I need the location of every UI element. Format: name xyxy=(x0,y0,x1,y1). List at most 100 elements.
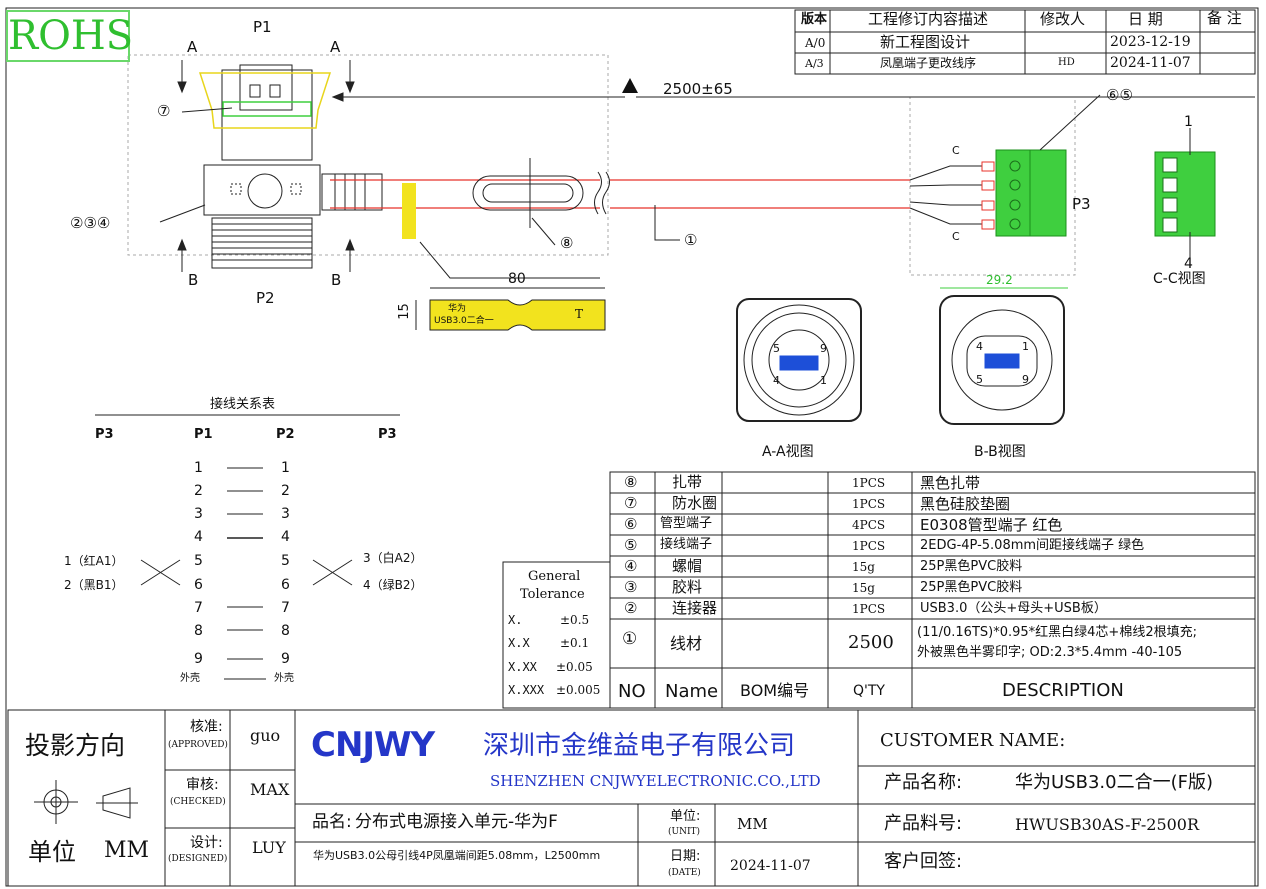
tolerance-value: ±0.1 xyxy=(560,636,590,650)
checked-by: MAX xyxy=(250,780,290,799)
p1-pin: 9 xyxy=(194,651,203,667)
ring-highlight xyxy=(222,101,312,117)
bom-header-no: NO xyxy=(618,681,646,702)
bom-row-name: 扎带 xyxy=(672,473,703,491)
aa-pin-9: 9 xyxy=(820,342,827,355)
bom-row-name: 防水圈 xyxy=(672,494,718,512)
wiring-p3-left-1: 1（红A1） xyxy=(64,554,124,568)
bom-row1-no: ① xyxy=(622,629,638,649)
unit-value: MM xyxy=(104,838,150,863)
p1-pin: 2 xyxy=(194,483,203,499)
bb-pin-4: 4 xyxy=(976,340,983,353)
bom-header-desc: DESCRIPTION xyxy=(1002,680,1124,701)
p2-pin: 1 xyxy=(281,460,290,476)
bom-row-no: ⑦ xyxy=(624,494,638,512)
bom-row-qty: 1PCS xyxy=(852,476,886,490)
rev-row1-desc: 新工程图设计 xyxy=(880,33,971,51)
bom-row-name: 胶料 xyxy=(672,578,703,596)
projection-symbol xyxy=(34,780,138,824)
approved-en: (APPROVED) xyxy=(168,740,228,750)
p2-pin: 6 xyxy=(281,577,290,593)
bom-row1-desc-line2: 外被黑色半雾印字; OD:2.3*5.4mm -40-105 xyxy=(917,645,1183,660)
callout-65: ⑥⑤ xyxy=(1106,86,1133,104)
p2-pin: 3 xyxy=(281,506,290,522)
unit2-en: (UNIT) xyxy=(668,827,701,837)
wiring-header-p2: P2 xyxy=(276,427,295,442)
wiring-title: 接线关系表 xyxy=(210,397,276,412)
product-title-value: 华为USB3.0二合一(F版) xyxy=(1015,772,1213,793)
dim-29-2: 29.2 xyxy=(986,273,1013,287)
revision-table-grid xyxy=(794,9,1256,75)
section-c-top: C xyxy=(952,144,960,157)
projection-label: 投影方向 xyxy=(25,731,126,760)
p1-pin: 外壳 xyxy=(180,673,200,684)
bom-row-no: ④ xyxy=(624,557,638,575)
tolerance-value: ±0.5 xyxy=(560,613,590,627)
callout-234: ②③④ xyxy=(70,214,111,232)
aa-pin-1: 1 xyxy=(820,374,827,387)
bom-row-desc: E0308管型端子 红色 xyxy=(920,516,1063,534)
wiring-p3-right-3: 3（白A2） xyxy=(363,551,423,565)
bb-pin-5: 5 xyxy=(976,373,983,386)
bom-row-desc: 黑色硅胶垫圈 xyxy=(920,495,1011,513)
callout-7: ⑦ xyxy=(157,102,171,120)
tolerance-title-2: Tolerance xyxy=(520,587,585,602)
bb-view xyxy=(939,295,1065,425)
rev-header-version: 版本 xyxy=(801,12,828,27)
unit2-value: MM xyxy=(737,815,768,833)
bom-row-qty: 1PCS xyxy=(852,539,886,553)
company-name-en: SHENZHEN CNJWYELECTRONIC.CO.,LTD xyxy=(490,772,821,790)
bom-header-name: Name xyxy=(665,681,719,702)
bom-row1-desc-line1: (11/0.16TS)*0.95*红黑白绿4芯+棉线2根填充; xyxy=(917,625,1197,640)
cc-pin-1: 1 xyxy=(1184,114,1193,130)
wiring-header-p3-left: P3 xyxy=(95,427,114,442)
view-cc-label: C-C视图 xyxy=(1153,271,1206,287)
bom-row-qty: 15g xyxy=(852,581,875,595)
designed-label: 设计: xyxy=(190,835,223,851)
product-name: 分布式电源接入单元-华为F xyxy=(355,812,558,832)
section-c-bottom: C xyxy=(952,230,960,243)
view-aa-label: A-A视图 xyxy=(762,444,814,460)
bom-grid xyxy=(502,471,1256,709)
bom-row-name: 螺帽 xyxy=(672,557,703,575)
product-title-label: 产品名称: xyxy=(884,772,963,793)
cable-tie xyxy=(472,175,584,211)
designed-en: (DESIGNED) xyxy=(168,854,228,864)
rev-header-author: 修改人 xyxy=(1040,10,1086,28)
p1-connector-outline xyxy=(221,64,313,161)
bom-row-no: ⑤ xyxy=(624,536,638,554)
tolerance-value: ±0.005 xyxy=(556,683,601,697)
checked-en: (CHECKED) xyxy=(170,797,226,807)
wiring-header-p1: P1 xyxy=(194,427,213,442)
title-block-grid xyxy=(7,709,1256,887)
tolerance-key: X.XX xyxy=(508,660,537,674)
label-height: 15 xyxy=(396,303,412,320)
tolerance-title-1: General xyxy=(528,569,581,584)
wiring-p3-left-2: 2（黑B1） xyxy=(64,578,124,592)
rev-row1-date: 2023-12-19 xyxy=(1110,34,1191,50)
p2-pin: 7 xyxy=(281,600,290,616)
product-spec: 华为USB3.0公母引线4P凤凰端间距5.08mm，L2500mm xyxy=(313,849,601,862)
p3-terminal-block xyxy=(995,149,1067,237)
bom-row-no: ③ xyxy=(624,578,638,596)
label-text-line1: 华为 xyxy=(448,304,467,314)
label-detail xyxy=(415,287,606,331)
bb-pin-1: 1 xyxy=(1022,340,1029,353)
p2-pin: 9 xyxy=(281,651,290,667)
wiring-header-p3-right: P3 xyxy=(378,427,397,442)
p2-pin: 5 xyxy=(281,553,290,569)
view-bb-label: B-B视图 xyxy=(974,444,1026,460)
waterproof-ring xyxy=(198,72,332,129)
label-on-cable xyxy=(402,183,416,239)
bom-row-desc: 25P黑色PVC胶料 xyxy=(920,580,1023,595)
label-width: 80 xyxy=(508,271,526,287)
section-a-right: A xyxy=(330,38,341,56)
aa-view xyxy=(736,298,862,422)
ferrules xyxy=(981,161,995,230)
label-p3: P3 xyxy=(1072,195,1091,213)
bom-row-name: 接线端子 xyxy=(660,537,713,552)
aa-pin-4: 4 xyxy=(773,374,780,387)
designed-by: LUY xyxy=(252,838,286,857)
bom-row-no: ⑧ xyxy=(624,473,638,491)
bom-row-desc: USB3.0（公头+母头+USB板） xyxy=(920,601,1107,616)
